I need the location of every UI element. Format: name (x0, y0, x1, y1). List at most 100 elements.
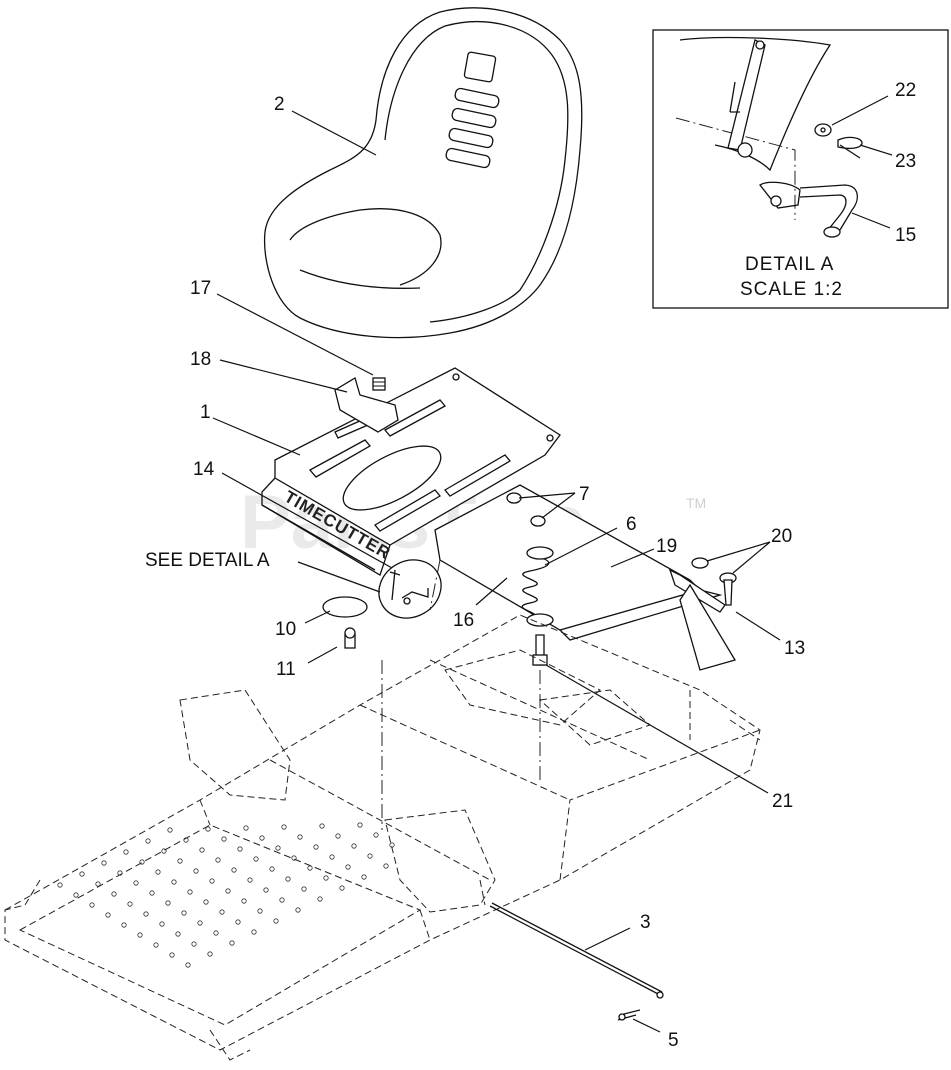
floor-hole (133, 880, 139, 886)
floor-hole (225, 888, 231, 894)
floor-hole (357, 822, 363, 828)
floor-hole (105, 912, 111, 918)
callout-5: 5 (668, 1030, 679, 1051)
floor-hole (339, 885, 345, 891)
floor-hole (197, 920, 203, 926)
floor-hole (259, 835, 265, 841)
leader-lines (212, 110, 781, 1033)
callout-15: 15 (895, 225, 916, 246)
watermark-tm: TM (686, 495, 706, 511)
spring (521, 546, 554, 627)
floor-hole (127, 901, 133, 907)
floor-hole (323, 875, 329, 881)
floor-hole (175, 931, 181, 937)
callout-16: 16 (453, 610, 474, 631)
callout-20: 20 (771, 526, 792, 547)
floor-hole (57, 882, 63, 888)
floor-hole (219, 909, 225, 915)
callout-1: 1 (200, 402, 211, 423)
floor-hole (139, 859, 145, 865)
floor-hole (253, 856, 259, 862)
floor-hole (313, 844, 319, 850)
floor-hole (263, 887, 269, 893)
floor-hole (301, 886, 307, 892)
callout-10: 10 (275, 619, 296, 640)
floor-hole (79, 871, 85, 877)
floor-hole (121, 922, 127, 928)
floor-hole (297, 834, 303, 840)
floor-hole (279, 897, 285, 903)
callout-6: 6 (626, 514, 637, 535)
floor-hole (209, 878, 215, 884)
floor-hole (317, 896, 323, 902)
floor-hole (235, 919, 241, 925)
floor-hole (153, 942, 159, 948)
floor-hole (307, 865, 313, 871)
floor-hole (171, 879, 177, 885)
floor-hole (351, 843, 357, 849)
floor-hole (247, 877, 253, 883)
callout-23: 23 (895, 151, 916, 172)
callout-14: 14 (193, 459, 215, 480)
floor-hole (185, 962, 191, 968)
floor-hole (275, 845, 281, 851)
floor-hole (213, 930, 219, 936)
centerlines (381, 559, 541, 830)
floor-hole (237, 846, 243, 852)
callout-3: 3 (640, 912, 651, 933)
callout-21: 21 (772, 791, 793, 812)
floor-hole (167, 827, 173, 833)
floor-hole (207, 951, 213, 957)
floor-hole (251, 929, 257, 935)
floor-hole (181, 910, 187, 916)
floor-hole (149, 890, 155, 896)
floor-hole (199, 847, 205, 853)
floor-hole (191, 941, 197, 947)
floor-hole (205, 826, 211, 832)
rod (489, 902, 664, 1021)
rail (434, 484, 736, 671)
floor-hole (193, 868, 199, 874)
seat-bracket (334, 377, 399, 433)
detail-a-inset: 22 23 15 DETAIL A SCALE 1:2 (652, 29, 949, 309)
floor-hole (137, 932, 143, 938)
floor-hole (291, 855, 297, 861)
detail-a-title: DETAIL A (745, 254, 834, 275)
mower-frame (4, 614, 761, 1061)
callout-17: 17 (190, 278, 211, 299)
floor-hole (231, 867, 237, 873)
floor-hole (155, 869, 161, 875)
floor-hole (229, 940, 235, 946)
floor-hole (169, 952, 175, 958)
see-detail-label: SEE DETAIL A (145, 550, 270, 571)
detail-a-scale: SCALE 1:2 (740, 279, 843, 300)
floor-hole (241, 898, 247, 904)
floor-hole (329, 854, 335, 860)
floor-hole (89, 902, 95, 908)
floor-hole (111, 891, 117, 897)
floor-hole (373, 832, 379, 838)
floor-hole (257, 908, 263, 914)
callout-13: 13 (784, 638, 805, 659)
floor-hole (361, 874, 367, 880)
floor-hole (273, 918, 279, 924)
seat (263, 7, 583, 339)
floor-hole (187, 889, 193, 895)
callout-11: 11 (276, 659, 296, 680)
floor-hole (295, 907, 301, 913)
floor-hole (215, 857, 221, 863)
floor-hole (243, 825, 249, 831)
floor-hole (281, 824, 287, 830)
callout-19: 19 (656, 536, 677, 557)
floor-hole (123, 849, 129, 855)
floor-hole (117, 870, 123, 876)
floor-hole (319, 823, 325, 829)
floor-hole (335, 833, 341, 839)
floor-hole (183, 837, 189, 843)
floor-hole (367, 853, 373, 859)
floor-hole (345, 864, 351, 870)
knob-parts (322, 596, 368, 649)
floor-hole (383, 863, 389, 869)
